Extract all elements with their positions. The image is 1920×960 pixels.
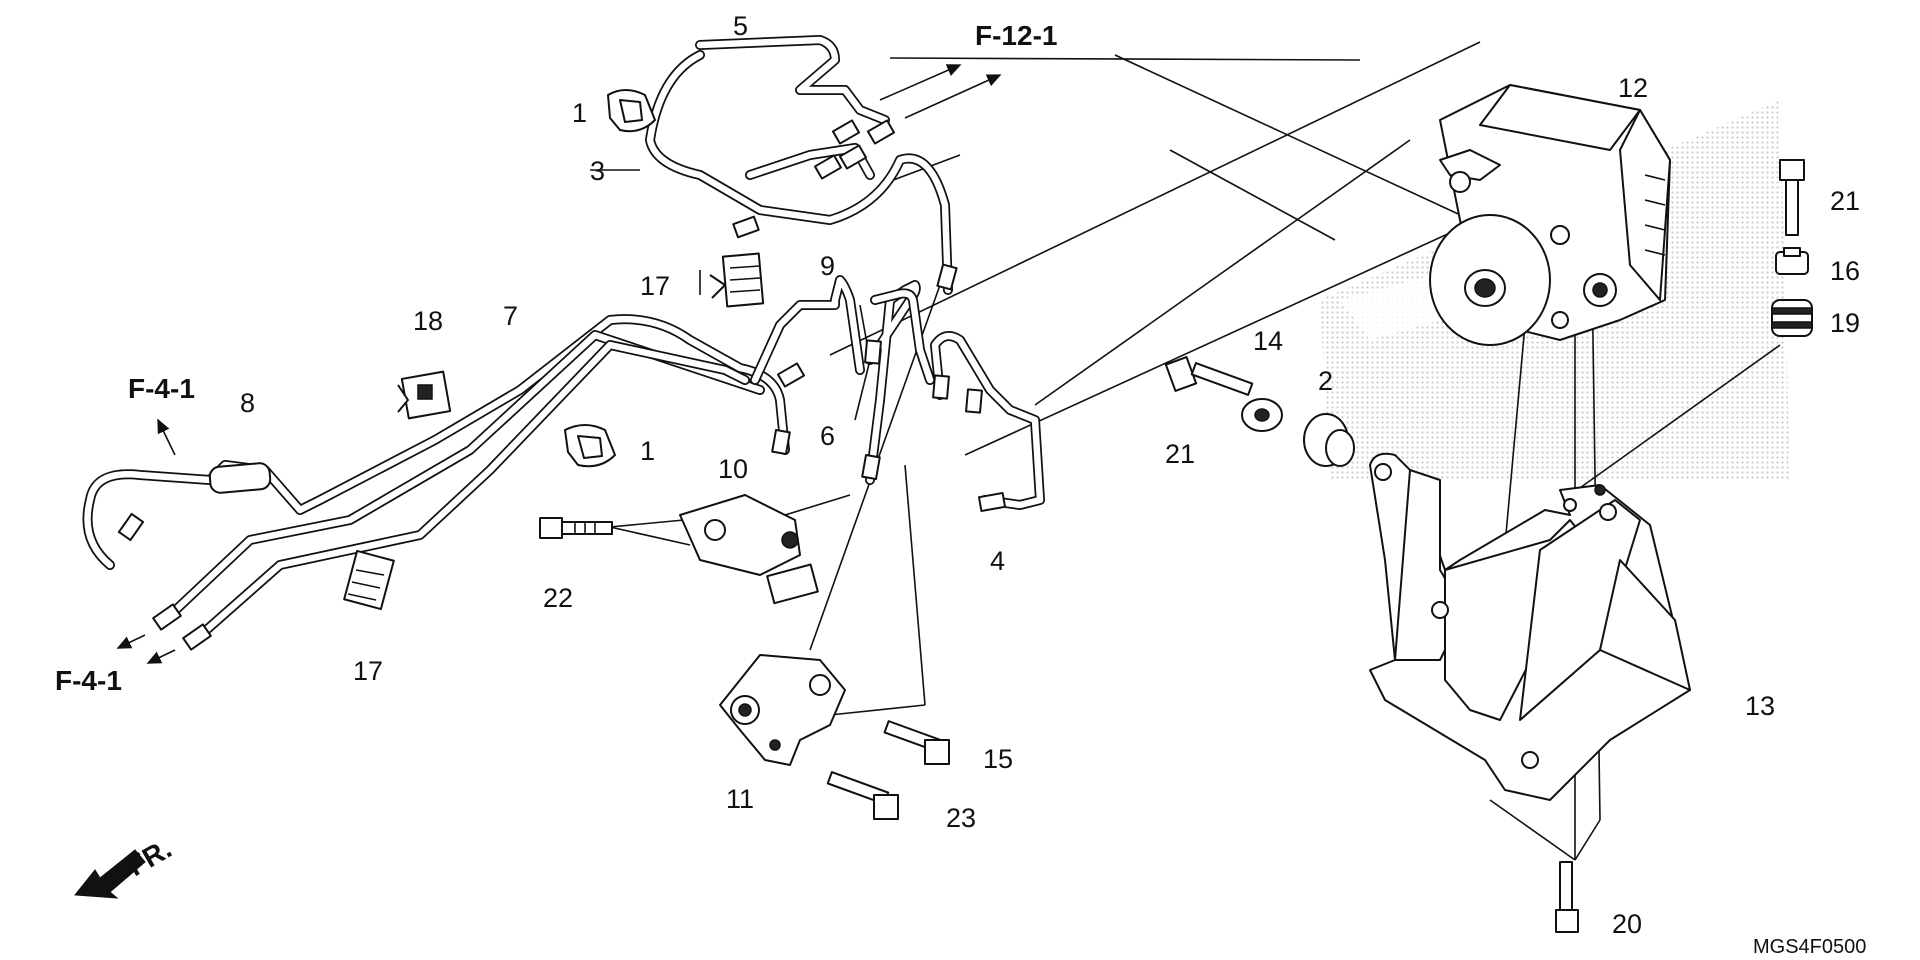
callout-21-left: 21 bbox=[1165, 439, 1195, 469]
ref-f-4-1-upper: F-4-1 bbox=[128, 373, 195, 404]
callout-17-lower: 17 bbox=[353, 656, 383, 686]
clamp-17-upper bbox=[709, 252, 765, 308]
callout-5: 5 bbox=[733, 11, 748, 41]
callout-15: 15 bbox=[983, 744, 1013, 774]
bracket-13 bbox=[1369, 452, 1691, 801]
diagram-code: MGS4F0500 bbox=[1753, 936, 1866, 958]
brake-pipes bbox=[82, 35, 1045, 645]
callout-1-lower: 1 bbox=[640, 436, 655, 466]
callout-12: 12 bbox=[1618, 73, 1648, 103]
bolt-23 bbox=[826, 771, 899, 820]
callout-4: 4 bbox=[990, 546, 1005, 576]
f4-arrows bbox=[116, 418, 176, 664]
joint-10 bbox=[679, 494, 819, 605]
f12-arrows bbox=[879, 64, 1002, 119]
pipe-fittings bbox=[117, 119, 1007, 651]
callout-2: 2 bbox=[1318, 366, 1333, 396]
abs-modulator-12 bbox=[1429, 84, 1671, 346]
clip-1-upper bbox=[607, 89, 656, 133]
callout-20: 20 bbox=[1612, 909, 1642, 939]
callout-17-upper: 17 bbox=[640, 271, 670, 301]
callout-8: 8 bbox=[240, 388, 255, 418]
text-labels: 1 1 2 3 4 5 6 7 8 9 10 11 12 13 14 15 16… bbox=[55, 11, 1866, 958]
ref-f-4-1-lower: F-4-1 bbox=[55, 665, 122, 696]
callout-6: 6 bbox=[820, 421, 835, 451]
clip-18 bbox=[397, 370, 452, 420]
front-arrow-icon bbox=[74, 849, 146, 899]
clamp-17-lower bbox=[343, 549, 395, 611]
callout-11: 11 bbox=[726, 784, 754, 814]
callout-14: 14 bbox=[1253, 326, 1283, 356]
callout-22: 22 bbox=[543, 583, 573, 613]
callout-23: 23 bbox=[946, 803, 976, 833]
sleeve-8 bbox=[208, 462, 272, 494]
callout-13: 13 bbox=[1745, 691, 1775, 721]
grommet-2 bbox=[1303, 413, 1355, 467]
collar-16 bbox=[1775, 247, 1809, 275]
collar-14 bbox=[1241, 398, 1283, 432]
callout-9: 9 bbox=[820, 251, 835, 281]
bolt-21-right bbox=[1779, 159, 1805, 236]
bolt-22 bbox=[539, 517, 613, 539]
clip-1-lower bbox=[564, 424, 616, 468]
bolt-21-left bbox=[1164, 356, 1254, 396]
mount-rubber-19 bbox=[1771, 299, 1813, 337]
callout-19: 19 bbox=[1830, 308, 1860, 338]
callout-10: 10 bbox=[718, 454, 748, 484]
bolt-15 bbox=[883, 720, 950, 765]
callout-18: 18 bbox=[413, 306, 443, 336]
callout-16: 16 bbox=[1830, 256, 1860, 286]
callout-7: 7 bbox=[503, 301, 518, 331]
callout-21-right: 21 bbox=[1830, 186, 1860, 216]
ref-f-12-1: F-12-1 bbox=[975, 20, 1057, 51]
callout-3: 3 bbox=[590, 156, 605, 186]
bolt-20 bbox=[1555, 861, 1579, 933]
callout-1-upper: 1 bbox=[572, 98, 587, 128]
bracket-11 bbox=[719, 654, 846, 766]
